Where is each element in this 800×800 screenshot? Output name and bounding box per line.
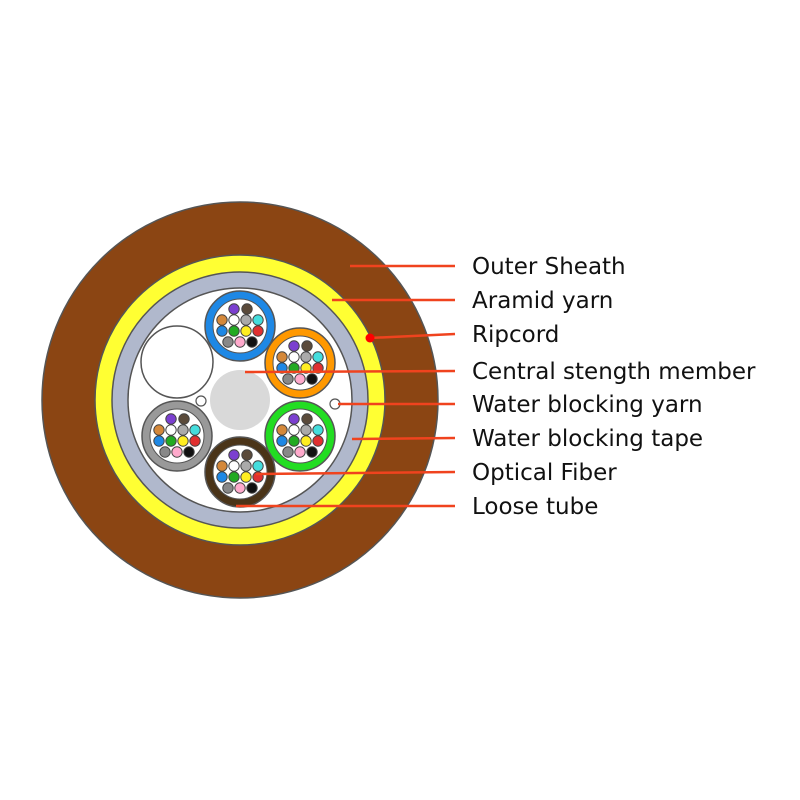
ripcord-marker (365, 333, 375, 343)
central-strength-member (210, 370, 270, 430)
optical-fiber (276, 435, 288, 447)
optical-fiber (282, 373, 294, 385)
optical-fiber (234, 336, 246, 348)
optical-fiber (240, 314, 252, 326)
optical-fiber (246, 482, 258, 494)
optical-fiber (228, 314, 240, 326)
optical-fiber (189, 424, 201, 436)
loose-tube-green-tube (264, 400, 336, 472)
loose-tube-brown-tube (204, 436, 276, 508)
optical-fiber (312, 351, 324, 363)
label-outer-sheath: Outer Sheath (472, 254, 626, 280)
optical-fiber (312, 424, 324, 436)
optical-fiber (222, 482, 234, 494)
optical-fiber (216, 460, 228, 472)
optical-fiber (240, 471, 252, 483)
optical-fiber (300, 435, 312, 447)
loose-tube-gray-tube (141, 400, 213, 472)
optical-fiber (177, 435, 189, 447)
optical-fiber (216, 325, 228, 337)
optical-fiber (288, 351, 300, 363)
optical-fiber (252, 460, 264, 472)
optical-fiber (216, 314, 228, 326)
optical-fiber (306, 446, 318, 458)
optical-fiber (276, 351, 288, 363)
optical-fiber (288, 413, 300, 425)
optical-fiber (294, 446, 306, 458)
optical-fiber (241, 303, 253, 315)
leader-line-4 (244, 369, 456, 374)
label-water-blocking-yarn: Water blocking yarn (472, 392, 703, 418)
optical-fiber (228, 460, 240, 472)
optical-fiber (153, 435, 165, 447)
optical-fiber (240, 460, 252, 472)
optical-fiber (228, 325, 240, 337)
optical-fiber (189, 435, 201, 447)
optical-fiber (171, 446, 183, 458)
optical-fiber (159, 446, 171, 458)
optical-fiber (183, 446, 195, 458)
optical-fiber (288, 435, 300, 447)
optical-fiber (228, 471, 240, 483)
optical-fiber (288, 340, 300, 352)
cable-cross-section (41, 201, 439, 599)
leader-line-7 (255, 470, 456, 476)
leader-line-3 (369, 332, 456, 340)
optical-fiber (165, 424, 177, 436)
optical-fiber (177, 424, 189, 436)
optical-fiber (153, 424, 165, 436)
label-ripcord: Ripcord (472, 322, 559, 348)
label-aramid-yarn: Aramid yarn (472, 288, 613, 314)
optical-fiber (241, 449, 253, 461)
optical-fiber (216, 471, 228, 483)
optical-fiber (252, 325, 264, 337)
optical-fiber (300, 424, 312, 436)
optical-fiber (301, 340, 313, 352)
filler-rod (140, 325, 214, 399)
optical-fiber (300, 351, 312, 363)
loose-tubes (141, 290, 336, 508)
optical-fiber (228, 303, 240, 315)
optical-fiber (288, 424, 300, 436)
optical-fiber (276, 424, 288, 436)
loose-tube-orange-tube (264, 327, 336, 399)
leader-lines (236, 264, 456, 508)
optical-fiber (301, 413, 313, 425)
label-water-blocking-tape: Water blocking tape (472, 426, 703, 452)
labels: Outer Sheath Aramid yarn Ripcord Central… (472, 254, 756, 520)
optical-fiber (165, 413, 177, 425)
optical-fiber (234, 482, 246, 494)
optical-fiber (306, 373, 318, 385)
optical-fiber (165, 435, 177, 447)
optical-fiber (178, 413, 190, 425)
optical-fiber (294, 373, 306, 385)
water-blocking-yarn-left (195, 395, 207, 407)
leader-line-6 (351, 436, 456, 441)
optical-fiber (240, 325, 252, 337)
optical-fiber (312, 435, 324, 447)
label-optical-fiber: Optical Fiber (472, 460, 617, 486)
optical-fiber (246, 336, 258, 348)
optical-fiber (222, 336, 234, 348)
optical-fiber (252, 314, 264, 326)
label-central-strength-member: Central stength member (472, 359, 756, 385)
label-loose-tube: Loose tube (472, 494, 598, 520)
optical-fiber (228, 449, 240, 461)
loose-tube-blue-tube (204, 290, 276, 362)
optical-fiber (282, 446, 294, 458)
